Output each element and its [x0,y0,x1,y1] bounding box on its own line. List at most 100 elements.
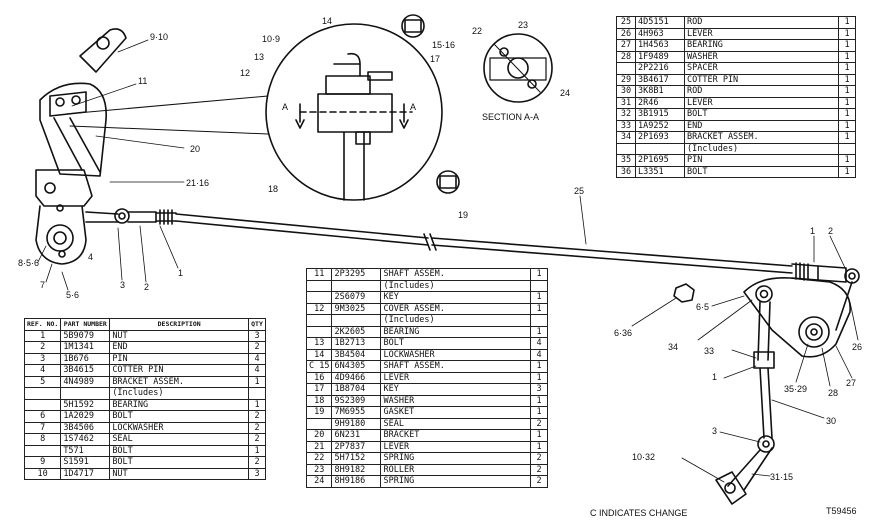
qty-cell [838,142,856,155]
ref-cell: 14 [305,348,333,361]
description-cell: LOCKWASHER [109,421,249,434]
qty-cell: 2 [530,452,548,465]
ref-cell [305,279,333,292]
ref-cell: 28 [616,50,636,63]
qty-cell: 1 [838,62,856,75]
qty-cell: 1 [530,440,548,453]
callout-label: 1 [178,268,184,278]
qty-cell: 4 [248,352,266,365]
description-cell: SHAFT ASSEM. [380,360,531,373]
description-cell: BRACKET ASSEM. [684,131,839,144]
description-cell: SPRING [380,475,531,488]
qty-cell: 1 [838,27,856,40]
qty-cell: 1 [838,50,856,63]
callout-label: 23 [518,20,529,30]
description-cell: ROD [684,85,839,98]
description-cell: (Includes) [109,387,249,400]
part-number-cell: L3351 [635,165,685,178]
ref-cell: 3 [23,352,62,365]
qty-cell: 1 [530,406,548,419]
part-number-cell: 6N4305 [331,360,382,373]
description-cell: NUT [109,467,249,480]
part-number-cell: 3B4506 [60,421,111,434]
ref-cell: 22 [305,452,333,465]
description-cell: BOLT [380,337,531,350]
part-number-cell: 5H1592 [60,398,111,411]
col-qty: QTY [248,318,266,331]
callout-label: 27 [846,378,857,388]
part-number-cell: S1591 [60,456,111,469]
description-cell: LOCKWASHER [380,348,531,361]
part-number-cell: 1F9489 [635,50,685,63]
callout-label: 8·5·6 [18,258,40,268]
part-number-cell [331,314,382,327]
description-cell: (Includes) [380,314,531,327]
callout-label: A [410,102,417,112]
description-cell: BOLT [109,456,249,469]
description-cell: ROLLER [380,463,531,476]
change-note: C INDICATES CHANGE [590,508,688,518]
qty-cell: 1 [838,108,856,121]
qty-cell: 1 [530,394,548,407]
section-a-a [483,33,553,103]
callout-label: 18 [268,184,279,194]
part-number-cell: 2P2216 [635,62,685,75]
part-number-cell: T571 [60,444,111,457]
callout-label: 1 [712,372,718,382]
description-cell: WASHER [684,50,839,63]
ref-cell: 1 [23,329,62,342]
table-row: (Includes) [305,279,548,292]
description-cell: GASKET [380,406,531,419]
qty-cell: 3 [248,467,266,480]
qty-cell: 1 [248,398,266,411]
qty-cell: 2 [530,417,548,430]
qty-cell [530,279,548,292]
qty-cell: 1 [248,444,266,457]
part-number-cell: 1B8704 [331,383,382,396]
part-number-cell: 2S6079 [331,291,382,304]
callout-label: 33 [704,346,715,356]
ref-cell: 25 [616,16,636,29]
ref-cell [305,325,333,338]
description-cell: KEY [380,383,531,396]
qty-cell: 1 [838,16,856,29]
callout-label: 30 [826,416,837,426]
ref-cell: 7 [23,421,62,434]
description-cell: BOLT [109,410,249,423]
ref-cell: 10 [23,467,62,480]
table-row: (Includes) [305,314,548,327]
callout-label: 12 [240,68,251,78]
qty-cell: 1 [838,85,856,98]
description-cell: END [109,341,249,354]
ref-cell: 13 [305,337,333,350]
qty-cell: 4 [530,337,548,350]
ref-cell: 21 [305,440,333,453]
ref-cell: 9 [23,456,62,469]
description-cell: END [684,119,839,132]
description-cell: PIN [684,154,839,167]
part-number-cell: 1H4563 [635,39,685,52]
description-cell: (Includes) [380,279,531,292]
ref-cell: 31 [616,96,636,109]
ref-cell: 36 [616,165,636,178]
description-cell: (Includes) [684,142,839,155]
callout-label: 35·29 [784,384,808,394]
part-number-cell: 4H963 [635,27,685,40]
ref-cell: 30 [616,85,636,98]
ref-cell: 32 [616,108,636,121]
ref-cell: 2 [23,341,62,354]
leader-lines [65,95,269,135]
part-number-cell: 3B4504 [331,348,382,361]
